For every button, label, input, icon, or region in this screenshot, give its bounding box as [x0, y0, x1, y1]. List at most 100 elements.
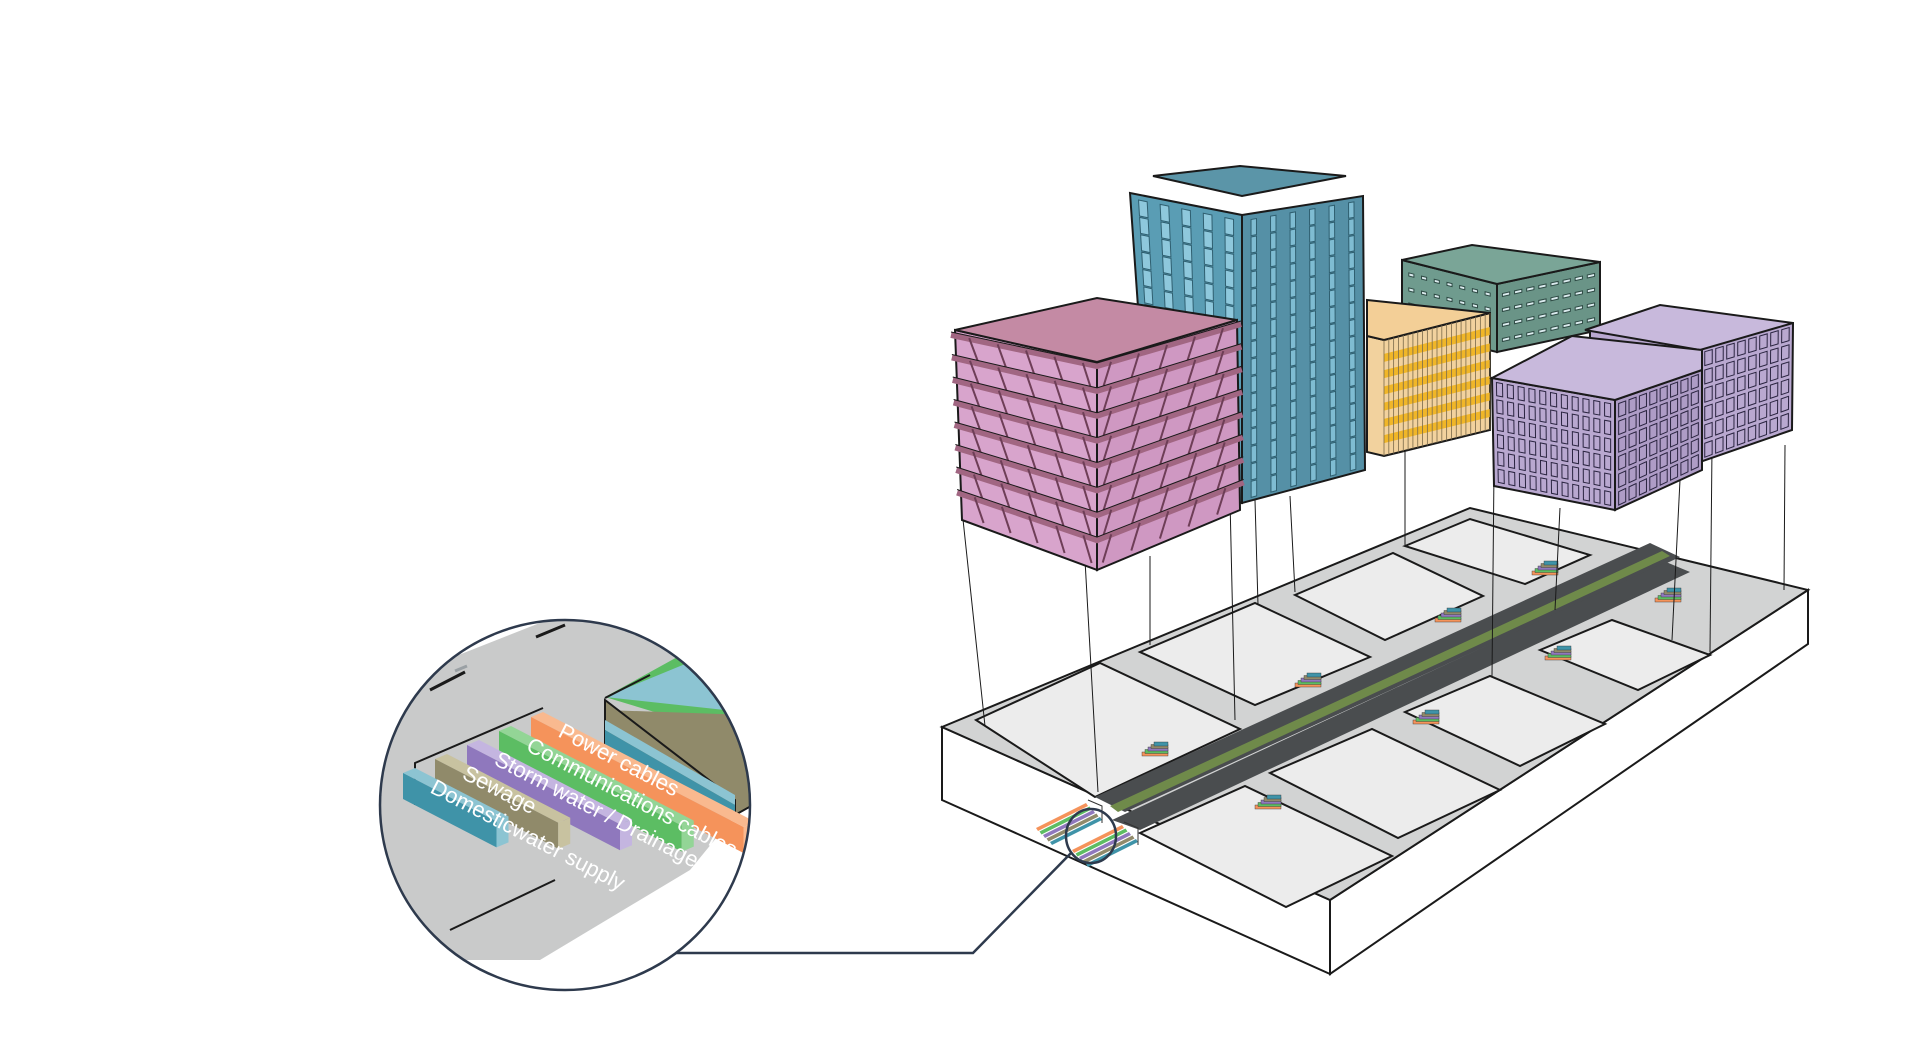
diagrid-strut	[972, 451, 984, 478]
diagrid-strut	[1187, 476, 1198, 504]
window	[1659, 468, 1668, 486]
window	[1495, 381, 1504, 398]
window	[1309, 395, 1317, 414]
window	[1586, 317, 1596, 323]
window	[1670, 447, 1679, 465]
window	[1161, 238, 1172, 258]
window	[1204, 282, 1214, 302]
window	[1270, 352, 1277, 372]
diagrid-strut	[1055, 525, 1066, 554]
window	[1704, 367, 1713, 385]
diagrid-strut	[1054, 477, 1066, 505]
window	[1501, 336, 1511, 343]
window	[1250, 392, 1258, 411]
window	[1348, 251, 1355, 270]
exit-utility-line	[1079, 832, 1131, 860]
window	[1736, 428, 1746, 446]
pink-roof	[954, 296, 1238, 364]
window	[1628, 430, 1637, 449]
window	[1604, 454, 1612, 471]
window	[1704, 439, 1713, 458]
window	[1748, 353, 1757, 372]
window	[1270, 214, 1277, 233]
window	[1628, 413, 1637, 432]
window	[1250, 374, 1258, 394]
window	[1704, 385, 1713, 403]
window	[1202, 212, 1213, 232]
window	[1736, 410, 1746, 429]
yellow-fin-grid	[1383, 313, 1491, 456]
window	[1769, 364, 1779, 382]
window	[1224, 217, 1235, 237]
diagrid-strut	[1054, 428, 1065, 457]
window	[1518, 438, 1526, 454]
diagrid-strut	[1130, 449, 1141, 478]
floor-slab	[956, 479, 1245, 544]
diagrid-strut	[1214, 350, 1225, 377]
window	[1715, 399, 1724, 418]
exit-utility-line	[1075, 828, 1128, 857]
window	[1203, 247, 1214, 267]
window	[1758, 403, 1768, 421]
window	[1561, 428, 1569, 445]
diagrid-strut	[1158, 510, 1170, 539]
lot	[973, 661, 1243, 799]
window	[1289, 211, 1297, 230]
window	[1309, 310, 1317, 329]
window	[1501, 291, 1511, 298]
window	[1715, 381, 1724, 400]
slab-edge	[950, 320, 1242, 364]
diagrid-strut	[1158, 392, 1169, 420]
diagrid-strut	[1026, 421, 1038, 448]
utility-line-end	[620, 819, 632, 851]
window	[1528, 405, 1536, 421]
diagrid-strut	[1216, 487, 1227, 515]
tower-right-face	[1241, 194, 1367, 505]
diagrid-strut	[996, 343, 1008, 370]
window	[1143, 286, 1154, 306]
utility-line-top	[467, 740, 632, 825]
window	[1725, 432, 1735, 450]
road-median	[1110, 551, 1670, 812]
window	[1628, 465, 1637, 484]
utility-line-end	[681, 820, 694, 852]
window	[1618, 487, 1627, 506]
window	[1561, 464, 1569, 480]
window	[1550, 310, 1559, 317]
window	[1769, 416, 1779, 434]
lot	[1137, 784, 1395, 909]
window	[1508, 470, 1516, 487]
window	[1290, 468, 1297, 488]
window	[1162, 273, 1173, 293]
utility-stub	[1266, 794, 1282, 800]
window	[1250, 322, 1258, 341]
window	[1446, 296, 1453, 303]
window	[1562, 278, 1571, 284]
window	[1562, 322, 1571, 329]
window	[1572, 483, 1580, 500]
window	[1507, 418, 1515, 435]
window	[1329, 458, 1337, 477]
window	[1517, 403, 1526, 419]
window	[1549, 391, 1558, 408]
exit-utility-line	[1036, 803, 1088, 831]
diagrid-strut	[997, 390, 1009, 417]
window	[1680, 393, 1689, 411]
window	[1459, 299, 1466, 306]
window	[1497, 468, 1505, 485]
window	[1497, 451, 1505, 467]
window	[1224, 269, 1235, 289]
floor-slab	[955, 456, 1245, 519]
window	[1328, 272, 1336, 291]
utility-line-top	[531, 712, 750, 827]
exit-utility-line	[1082, 835, 1135, 864]
window	[1309, 224, 1316, 243]
window	[1270, 335, 1277, 355]
window	[1586, 302, 1596, 309]
window	[1561, 481, 1569, 498]
window	[1507, 436, 1515, 452]
floor-slab	[950, 321, 1242, 370]
window	[1649, 405, 1658, 423]
window	[1224, 234, 1235, 254]
